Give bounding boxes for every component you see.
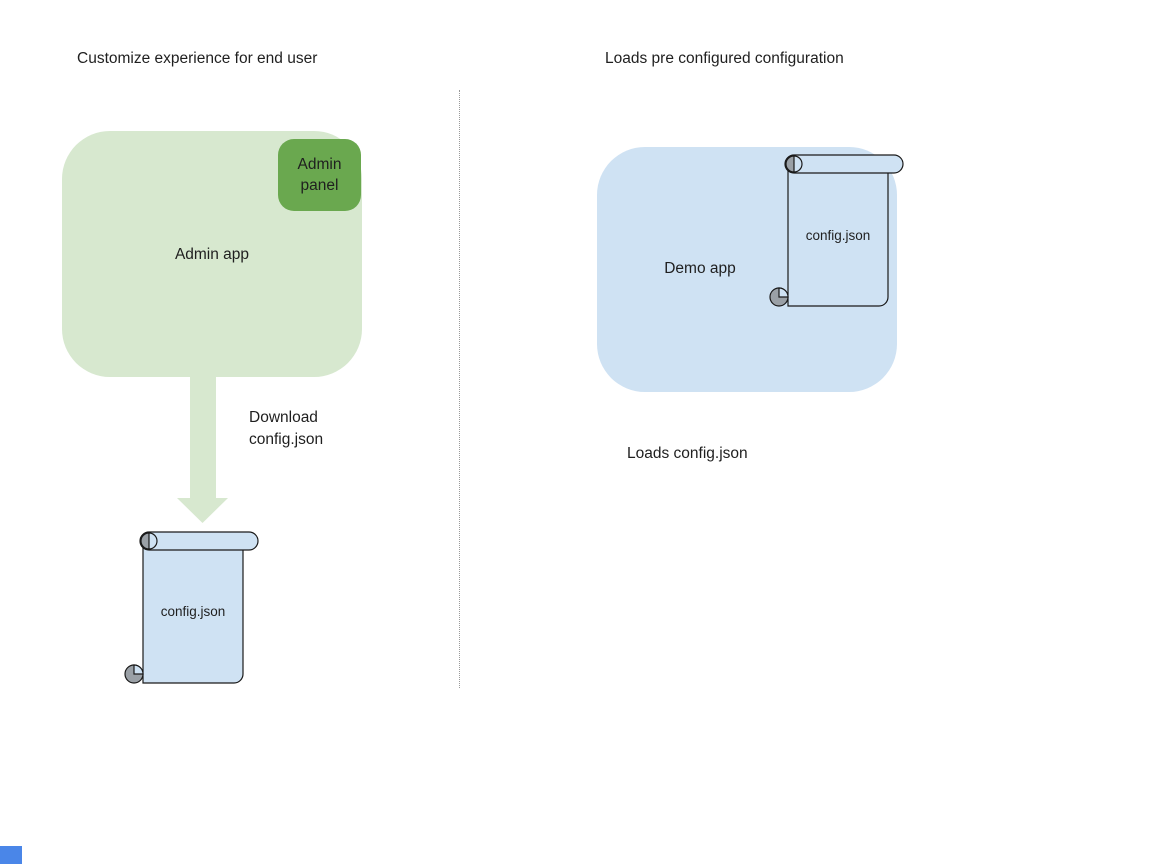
section-divider xyxy=(459,90,460,688)
scroll-body xyxy=(142,540,244,684)
scroll-top-roll xyxy=(784,154,904,174)
left-section-title: Customize experience for end user xyxy=(77,50,318,67)
config-scroll-icon xyxy=(769,154,904,307)
scroll-top-roll-shade xyxy=(785,155,795,173)
demo-app-label: Demo app xyxy=(664,260,736,277)
config-scroll-icon xyxy=(124,531,259,684)
scroll-bottom-curl-notch xyxy=(778,287,789,298)
download-arrow-caption: Download config.json xyxy=(249,409,324,448)
right-section-title: Loads pre configured configuration xyxy=(605,50,844,67)
admin-app-label: Admin app xyxy=(174,246,250,263)
admin-panel-box: Admin panel xyxy=(278,139,361,211)
left-scroll-label: config.json xyxy=(160,604,226,619)
corner-square xyxy=(0,846,22,864)
scroll-top-roll xyxy=(139,531,259,551)
scroll-bottom-curl-notch xyxy=(133,664,144,675)
loads-config-caption: Loads config.json xyxy=(627,445,748,462)
download-arrow-shape xyxy=(177,377,228,523)
scroll-body xyxy=(787,163,889,307)
download-arrow-icon xyxy=(177,377,228,523)
right-scroll-label: config.json xyxy=(805,228,871,243)
scroll-top-roll-shade xyxy=(140,532,150,550)
admin-panel-label: Admin panel xyxy=(297,156,342,194)
admin-app-box: Admin app Admin panel xyxy=(62,131,362,377)
